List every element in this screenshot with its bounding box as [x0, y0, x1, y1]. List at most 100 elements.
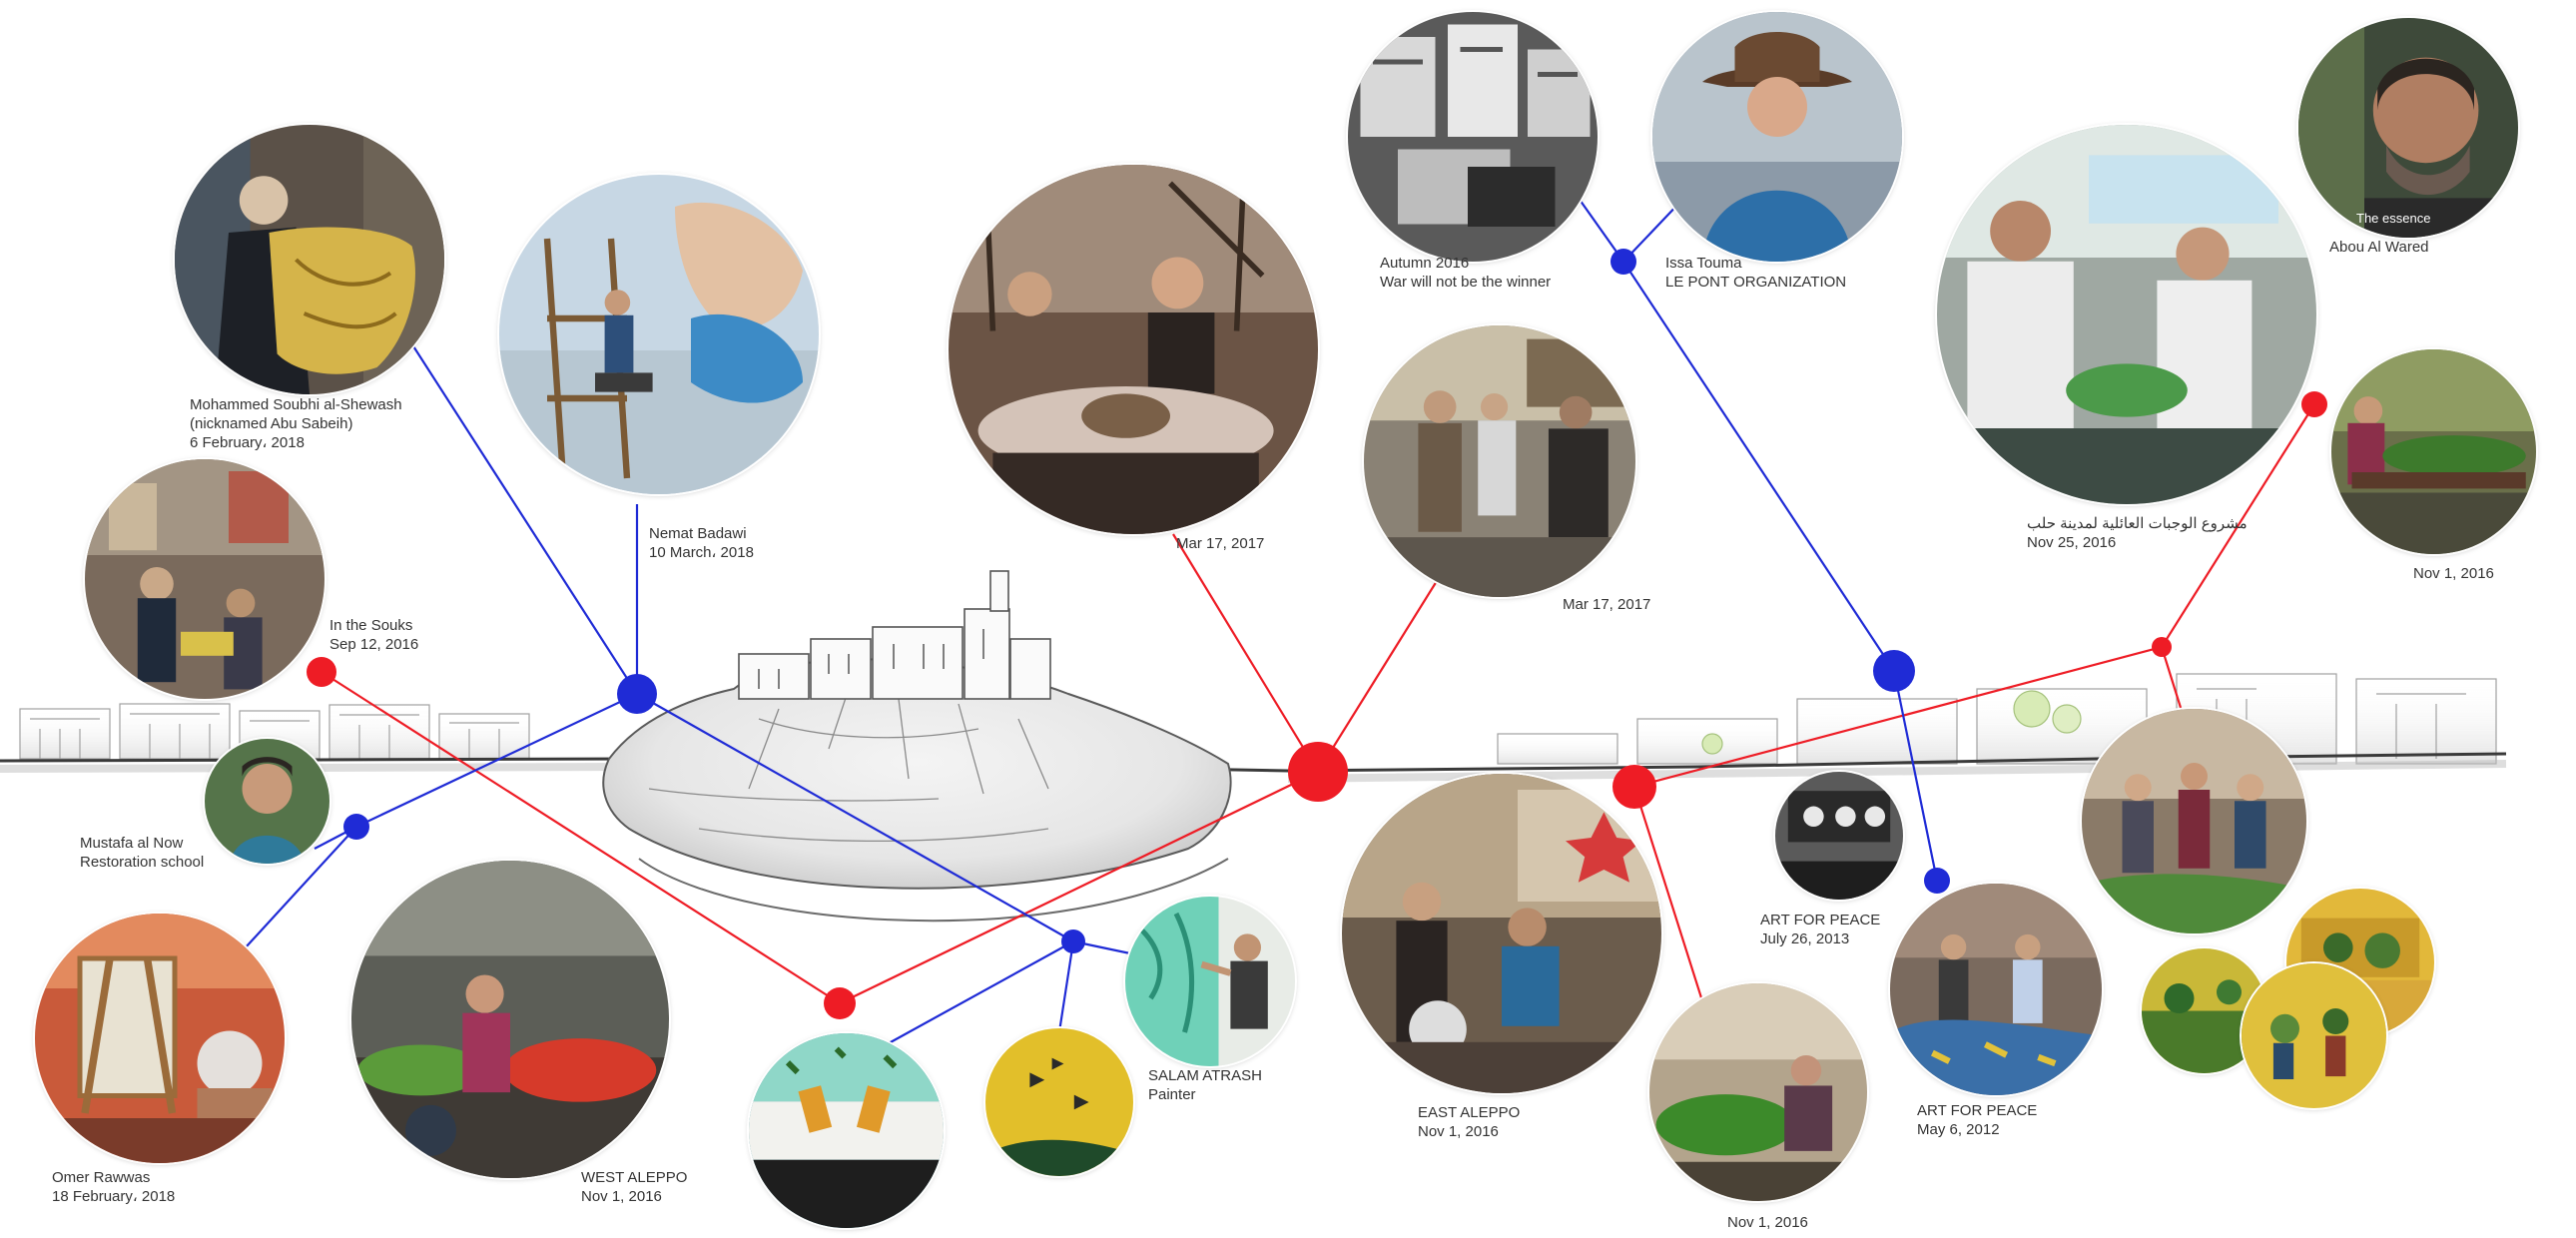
- red-node-n1[interactable]: [1288, 742, 1348, 802]
- caption-salam: SALAM ATRASH Painter: [1148, 1066, 1262, 1104]
- caption-souks-title: In the Souks: [329, 617, 413, 634]
- photo-west-aleppo[interactable]: [351, 861, 669, 1178]
- caption-art-for-peace-2012: ART FOR PEACE May 6, 2012: [1917, 1101, 2037, 1139]
- photo-art-for-peace-2012[interactable]: [1890, 884, 2102, 1095]
- blue-connector-17: [1622, 261, 1895, 672]
- red-connector-7: [2160, 646, 2184, 712]
- red-node-n2[interactable]: [1612, 765, 1656, 809]
- caption-nemat: Nemat Badawi 10 March، 2018: [649, 524, 754, 562]
- blue-node-n7[interactable]: [617, 674, 657, 714]
- photo-salam-painter[interactable]: [1125, 897, 1295, 1066]
- caption-omer-name: Omer Rawwas: [52, 1169, 151, 1186]
- blue-node-n10[interactable]: [343, 814, 369, 840]
- photo-courtyard-people[interactable]: [2082, 709, 2306, 933]
- photo-nemat[interactable]: [499, 175, 819, 494]
- caption-nov1a-date: Nov 1, 2016: [2413, 565, 2494, 582]
- photo-abou-al-wared[interactable]: The essence: [2298, 18, 2518, 238]
- red-connector-6: [2161, 403, 2315, 648]
- photo-omer[interactable]: [35, 914, 285, 1163]
- photo-mar17-cooking[interactable]: [949, 165, 1318, 534]
- photo-community-kitchen[interactable]: [1937, 125, 2316, 504]
- photo-souks[interactable]: [85, 459, 324, 699]
- photo-autumn-signs[interactable]: [1348, 12, 1598, 262]
- blue-node-n12[interactable]: [1924, 868, 1950, 894]
- caption-issa-name: Issa Touma: [1665, 255, 1742, 272]
- photo-herb-vendor[interactable]: [1649, 983, 1867, 1201]
- caption-afp2013-date: July 26, 2013: [1760, 930, 1850, 947]
- caption-afp2013-title: ART FOR PEACE: [1760, 912, 1881, 928]
- blue-node-n9[interactable]: [1061, 929, 1085, 953]
- caption-soubhi-date: 6 February، 2018: [190, 434, 305, 451]
- caption-west-date: Nov 1, 2016: [581, 1188, 662, 1205]
- blue-connector-15: [1056, 940, 1075, 1039]
- photo-flag-painting[interactable]: [749, 1033, 944, 1228]
- caption-abou-name: Abou Al Wared: [2329, 239, 2429, 256]
- connector-lines: [244, 189, 2327, 1049]
- caption-mar17-cooking: Mar 17, 2017: [1176, 534, 1264, 553]
- blue-connector-18: [1572, 189, 1624, 263]
- caption-mar17b-date: Mar 17, 2017: [1563, 596, 1651, 613]
- caption-afp2012-date: May 6, 2012: [1917, 1121, 2000, 1138]
- caption-herb-vendor: Nov 1, 2016: [1727, 1213, 1808, 1232]
- blue-connector-10: [355, 693, 638, 828]
- right-skyline: [1497, 673, 2497, 765]
- caption-mustafa: Mustafa al Now Restoration school: [80, 834, 204, 872]
- red-node-n5[interactable]: [2152, 637, 2172, 657]
- caption-autumn: Autumn 2016 War will not be the winner: [1380, 254, 1551, 292]
- red-connector-4: [1633, 645, 2163, 789]
- blue-connector-13: [636, 693, 1074, 942]
- red-connector-2: [839, 771, 1319, 1004]
- caption-mar17a-date: Mar 17, 2017: [1176, 535, 1265, 552]
- blue-connector-14: [888, 940, 1074, 1044]
- red-node-n4[interactable]: [307, 657, 336, 687]
- photo-yellow-painting[interactable]: [985, 1028, 1133, 1176]
- photo-east-aleppo[interactable]: [1342, 774, 1661, 1093]
- caption-art-for-peace-2013: ART FOR PEACE July 26, 2013: [1760, 911, 1880, 948]
- photo-mustafa[interactable]: [205, 739, 329, 864]
- caption-west-title: WEST ALEPPO: [581, 1169, 688, 1186]
- caption-nemat-date: 10 March، 2018: [649, 544, 754, 561]
- photo-issa-touma[interactable]: [1652, 12, 1902, 262]
- caption-omer-date: 18 February، 2018: [52, 1188, 176, 1205]
- caption-abou: Abou Al Wared: [2329, 238, 2429, 257]
- photo-vendor-nov1[interactable]: [2331, 349, 2536, 554]
- blue-node-n11[interactable]: [1610, 249, 1636, 275]
- photo-yellow-people-painting[interactable]: [2242, 963, 2386, 1108]
- caption-kitchen-arabic: مشروع الوجبات العائلية لمدينة حلب: [2027, 515, 2248, 532]
- caption-autumn-date: Autumn 2016: [1380, 255, 1470, 272]
- caption-omer: Omer Rawwas 18 February، 2018: [52, 1168, 175, 1206]
- caption-soubhi: Mohammed Soubhi al-Shewash (nicknamed Ab…: [190, 395, 402, 452]
- blue-node-n8[interactable]: [1873, 650, 1915, 692]
- caption-east-aleppo: EAST ALEPPO Nov 1, 2016: [1418, 1103, 1520, 1141]
- caption-soubhi-nickname: (nicknamed Abu Sabeih): [190, 415, 353, 432]
- blue-connector-11: [244, 826, 357, 949]
- caption-kitchen-date: Nov 25, 2016: [2027, 534, 2117, 551]
- caption-issa-org: LE PONT ORGANIZATION: [1665, 274, 1847, 291]
- photo-soubhi[interactable]: [175, 125, 444, 394]
- red-node-n3[interactable]: [824, 987, 856, 1019]
- caption-kitchen: مشروع الوجبات العائلية لمدينة حلب Nov 25…: [2027, 514, 2248, 552]
- caption-mar17-street: Mar 17, 2017: [1563, 595, 1650, 614]
- blue-connector-8: [398, 323, 638, 695]
- caption-nemat-name: Nemat Badawi: [649, 525, 747, 542]
- red-connector-3: [321, 671, 841, 1004]
- red-connector-1: [1317, 543, 1461, 773]
- photo-mar17-street[interactable]: [1364, 325, 1635, 597]
- caption-issa: Issa Touma LE PONT ORGANIZATION: [1665, 254, 1846, 292]
- abou-overlay-text: The essence: [2356, 211, 2431, 226]
- caption-east-date: Nov 1, 2016: [1418, 1123, 1499, 1140]
- caption-afp2012-title: ART FOR PEACE: [1917, 1102, 2038, 1119]
- blue-connector-20: [1892, 670, 1939, 882]
- red-node-n6[interactable]: [2301, 391, 2327, 417]
- caption-soubhi-name: Mohammed Soubhi al-Shewash: [190, 396, 402, 413]
- caption-mustafa-role: Restoration school: [80, 854, 205, 871]
- caption-east-title: EAST ALEPPO: [1418, 1104, 1521, 1121]
- caption-souks: In the Souks Sep 12, 2016: [329, 616, 418, 654]
- caption-souks-date: Sep 12, 2016: [329, 636, 419, 653]
- left-skyline: [19, 703, 530, 760]
- photo-art-for-peace-2013[interactable]: [1775, 772, 1903, 900]
- citadel-sketch: [602, 570, 1232, 923]
- caption-mustafa-name: Mustafa al Now: [80, 835, 184, 852]
